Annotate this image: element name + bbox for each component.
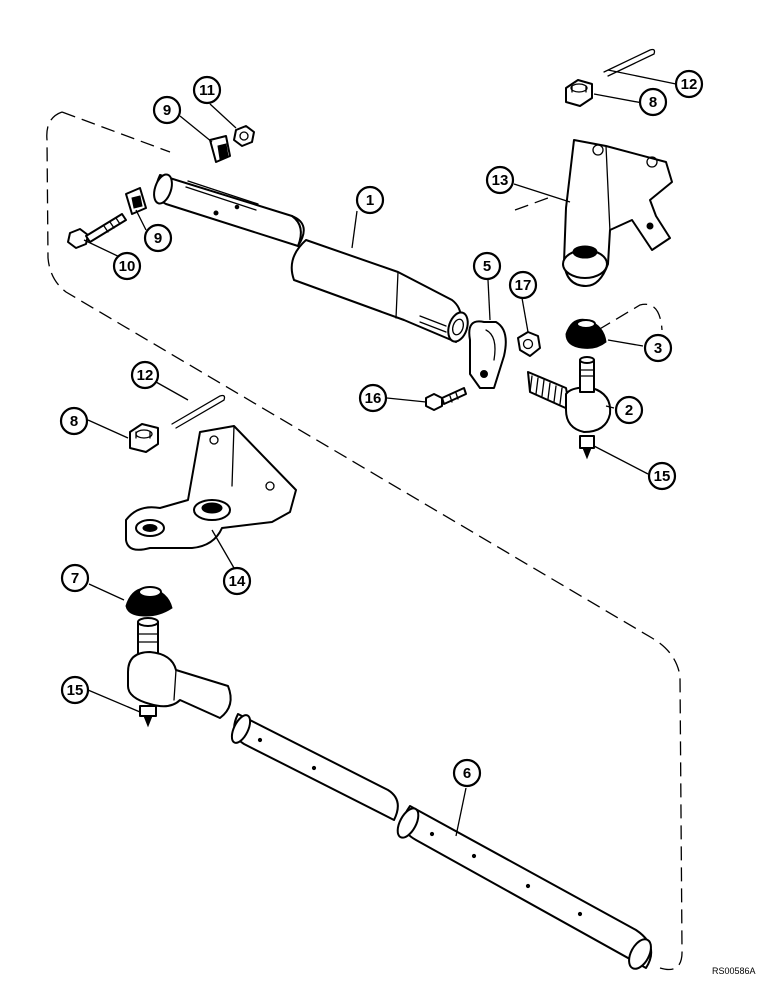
assembly-boundary-dashed-line <box>46 111 683 971</box>
leader-lines <box>83 69 677 837</box>
tie-rod-end-upper-part <box>527 356 612 433</box>
clamp-lower-part <box>125 187 147 215</box>
callout-12-lower: 12 <box>130 360 160 390</box>
svg-text:15: 15 <box>67 682 84 699</box>
svg-text:14: 14 <box>229 573 246 590</box>
callout-9-lower: 9 <box>143 223 173 253</box>
callout-12-upper: 12 <box>674 69 704 99</box>
assembly-boundary-dashed-line-top <box>61 111 171 153</box>
callout-13: 13 <box>485 165 515 195</box>
steering-arm-upper-part <box>562 139 673 287</box>
svg-text:2: 2 <box>625 402 633 419</box>
callout-8-lower: 8 <box>59 406 89 436</box>
callout-15-lower: 15 <box>60 675 90 705</box>
svg-text:13: 13 <box>492 172 509 189</box>
callout-14: 14 <box>222 566 252 596</box>
callout-11: 11 <box>192 75 222 105</box>
callout-7: 7 <box>60 563 90 593</box>
steering-arm-lower-part <box>125 425 297 551</box>
clamp-upper-part <box>209 135 231 163</box>
nut-small-part <box>517 331 541 357</box>
assembly-boundary-dashed-line-right <box>514 197 663 331</box>
callout-2: 2 <box>614 395 644 425</box>
castle-nut-lower-part <box>129 423 159 453</box>
dust-boot-lower-part <box>125 586 173 617</box>
svg-text:17: 17 <box>515 277 532 294</box>
svg-text:16: 16 <box>365 390 382 407</box>
callout-1: 1 <box>355 185 385 215</box>
small-bolt-part <box>425 387 467 411</box>
svg-text:15: 15 <box>654 468 671 485</box>
svg-text:8: 8 <box>649 94 657 111</box>
svg-text:11: 11 <box>199 82 215 99</box>
nut-upper-part <box>233 125 255 147</box>
callout-17: 17 <box>508 270 538 300</box>
callout-10: 10 <box>112 251 142 281</box>
callout-8-upper: 8 <box>638 87 668 117</box>
cotter-pin-lower-part <box>171 394 226 429</box>
callout-6: 6 <box>452 758 482 788</box>
svg-text:7: 7 <box>71 570 79 587</box>
svg-text:10: 10 <box>119 258 136 275</box>
svg-text:3: 3 <box>654 340 662 357</box>
svg-text:6: 6 <box>463 765 471 782</box>
grease-fitting-lower-part <box>139 705 157 728</box>
svg-text:1: 1 <box>366 192 374 209</box>
svg-text:9: 9 <box>163 102 171 119</box>
castle-nut-upper-part <box>565 79 593 107</box>
callout-5: 5 <box>472 251 502 281</box>
callout-3: 3 <box>643 333 673 363</box>
tie-rod-tube-part <box>153 173 469 343</box>
svg-text:5: 5 <box>483 258 491 275</box>
bolt-part <box>67 213 127 249</box>
grease-fitting-upper-part <box>579 435 595 460</box>
tie-rod-tube-lower-part <box>230 713 653 970</box>
svg-text:12: 12 <box>137 367 154 384</box>
callout-16: 16 <box>358 383 388 413</box>
svg-text:8: 8 <box>70 413 78 430</box>
clamp-bracket-part <box>468 320 507 389</box>
cotter-pin-upper-part <box>603 48 656 77</box>
callout-9-upper: 9 <box>152 95 182 125</box>
callout-15-upper: 15 <box>647 461 677 491</box>
tie-rod-end-lower-part <box>127 617 232 719</box>
svg-text:9: 9 <box>154 230 162 247</box>
figure-code: RS00586A <box>712 966 756 976</box>
dust-boot-upper-part <box>565 318 607 349</box>
svg-text:12: 12 <box>681 76 698 93</box>
